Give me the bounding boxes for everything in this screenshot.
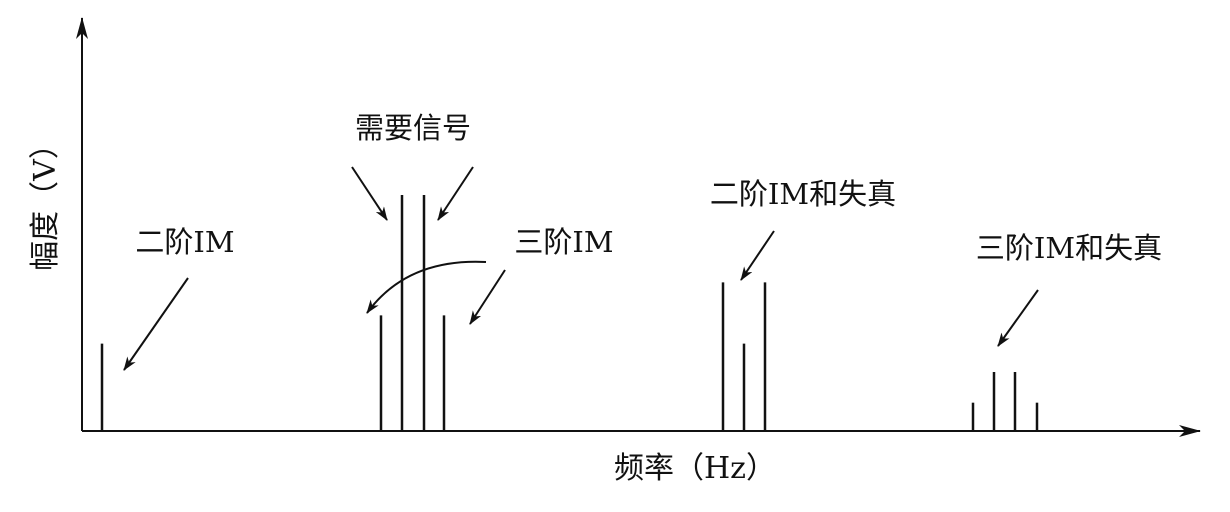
- spectral-lines: [100, 195, 1039, 431]
- annotation-second-order-im-distortion: 二阶IM和失真: [710, 177, 896, 211]
- annotation-third-order-im: 三阶IM: [514, 225, 613, 259]
- annotation-third-order-im-distortion: 三阶IM和失真: [976, 231, 1162, 265]
- arrow-wanted-signal-left: [351, 166, 388, 221]
- arrow-wanted-signal-right: [437, 166, 474, 221]
- annotation-second-order-im: 二阶IM: [135, 225, 234, 259]
- arrow-third-order-im-distortion: [997, 289, 1039, 347]
- arrow-third-order-im-left: [366, 260, 487, 314]
- y-axis-label: 幅度（V）: [28, 129, 63, 271]
- arrow-second-order-im-distortion: [740, 230, 775, 281]
- arrow-second-order-im: [123, 277, 189, 371]
- annotation-wanted-signal: 需要信号: [355, 111, 471, 145]
- x-axis-label: 频率（Hz）: [614, 451, 776, 486]
- arrow-third-order-im-right: [469, 269, 506, 325]
